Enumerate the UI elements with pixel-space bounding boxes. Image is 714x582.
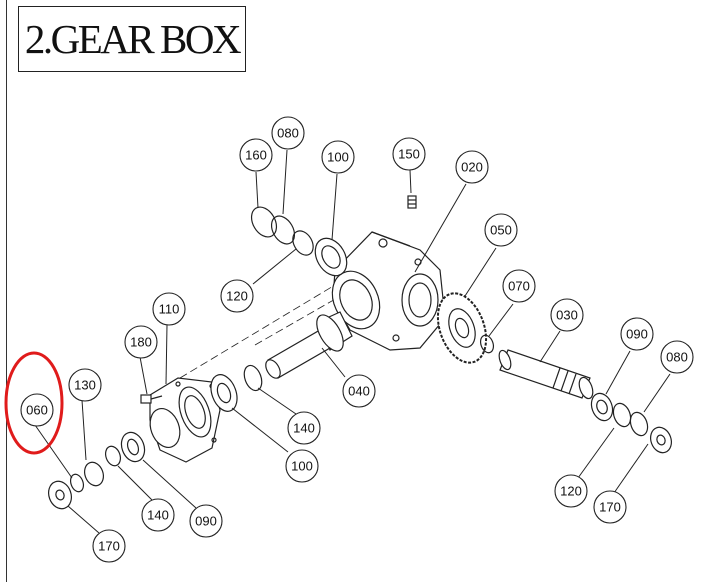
callout-130: 130	[74, 378, 96, 393]
seal-080-right	[629, 411, 649, 437]
breather-plug	[407, 195, 417, 209]
callout-100-top: 100	[327, 150, 349, 165]
seal-080-top	[270, 215, 296, 245]
output-shaft-030	[498, 349, 594, 400]
snap-ring-160	[250, 206, 278, 238]
seal-130	[83, 461, 105, 487]
cap-170-right	[650, 426, 672, 454]
snap-ring-070	[479, 334, 495, 354]
leader-lines	[34, 149, 671, 534]
callout-140-lower: 140	[147, 508, 169, 523]
callout-090-right: 090	[626, 327, 648, 342]
diagram-title: 2.GEAR BOX	[18, 6, 246, 72]
callout-040: 040	[348, 384, 370, 399]
shim-120-top	[292, 230, 314, 256]
callout-090-lower: 090	[195, 514, 217, 529]
callout-120-right: 120	[560, 484, 582, 499]
callout-120-top: 120	[226, 289, 248, 304]
callout-150: 150	[398, 147, 420, 162]
callout-160: 160	[245, 148, 267, 163]
page-border-line	[6, 0, 7, 582]
callout-110: 110	[159, 302, 180, 317]
bearing-100-left	[210, 374, 238, 412]
highlight-ring	[4, 351, 64, 455]
callout-060: 060	[26, 403, 48, 418]
callout-070: 070	[508, 279, 530, 294]
input-shaft-040	[265, 311, 353, 379]
shim-140-left	[243, 364, 263, 392]
bolt-180	[140, 394, 163, 404]
callout-100-mid: 100	[291, 459, 313, 474]
cap-170-left	[48, 480, 72, 510]
snap-ring-060	[69, 473, 85, 493]
shim-140-lower	[104, 445, 122, 467]
callout-020: 020	[461, 160, 483, 175]
bearing-cover-110	[149, 377, 221, 463]
callout-170-left: 170	[98, 539, 120, 554]
callout-140-mid: 140	[293, 421, 315, 436]
callout-080-right: 080	[666, 350, 688, 365]
callout-050: 050	[490, 223, 512, 238]
bevel-gear-050	[436, 292, 488, 364]
callout-180: 180	[130, 335, 152, 350]
callout-080-top: 080	[277, 126, 299, 141]
gearbox-housing	[331, 231, 446, 351]
centerline-left	[179, 284, 336, 379]
callout-030: 030	[556, 308, 578, 323]
shim-120-right	[612, 402, 632, 428]
callout-170-right: 170	[599, 500, 621, 515]
bearing-090-left	[120, 431, 146, 463]
bearing-090-right	[590, 392, 614, 422]
callout-circles	[20, 116, 694, 563]
